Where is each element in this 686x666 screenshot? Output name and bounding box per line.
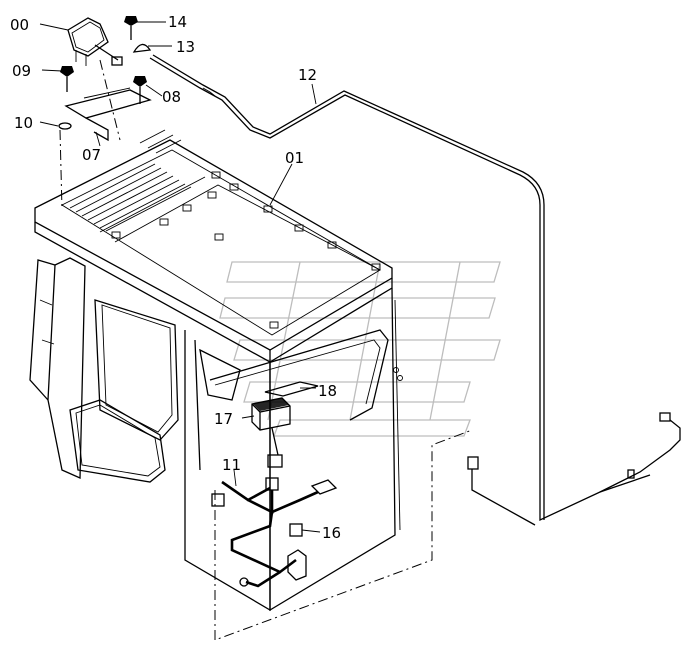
callout-18: 18	[318, 382, 337, 400]
callout-07: 07	[82, 146, 101, 164]
callout-14: 14	[168, 13, 187, 31]
callout-13: 13	[176, 38, 195, 56]
callout-labels: 00 01 07 08 09 10 11 12 13 14 16 17 18	[10, 13, 341, 542]
callout-11: 11	[222, 456, 241, 474]
part-17-box	[251, 397, 291, 468]
part-11-wire-harness	[211, 477, 338, 588]
callout-10: 10	[14, 114, 33, 132]
part-07-bracket	[64, 87, 152, 142]
cab-body	[29, 129, 403, 612]
callout-17: 17	[214, 410, 233, 428]
leader-lines	[39, 21, 321, 533]
part-13-grommet	[132, 43, 152, 53]
part-09-bolt	[60, 66, 74, 92]
part-00-lamp-unit	[67, 17, 123, 66]
assembly-lines	[59, 59, 473, 641]
callout-08: 08	[162, 88, 181, 106]
callout-16: 16	[322, 524, 341, 542]
part-14-bolt	[124, 16, 138, 40]
callout-09: 09	[12, 62, 31, 80]
part-08-bolt	[133, 76, 147, 104]
part-18-label	[264, 381, 319, 397]
callout-12: 12	[298, 66, 317, 84]
callout-01: 01	[285, 149, 304, 167]
part-10-washer	[58, 122, 72, 130]
part-12-harness	[149, 54, 681, 526]
callout-00: 00	[10, 16, 29, 34]
